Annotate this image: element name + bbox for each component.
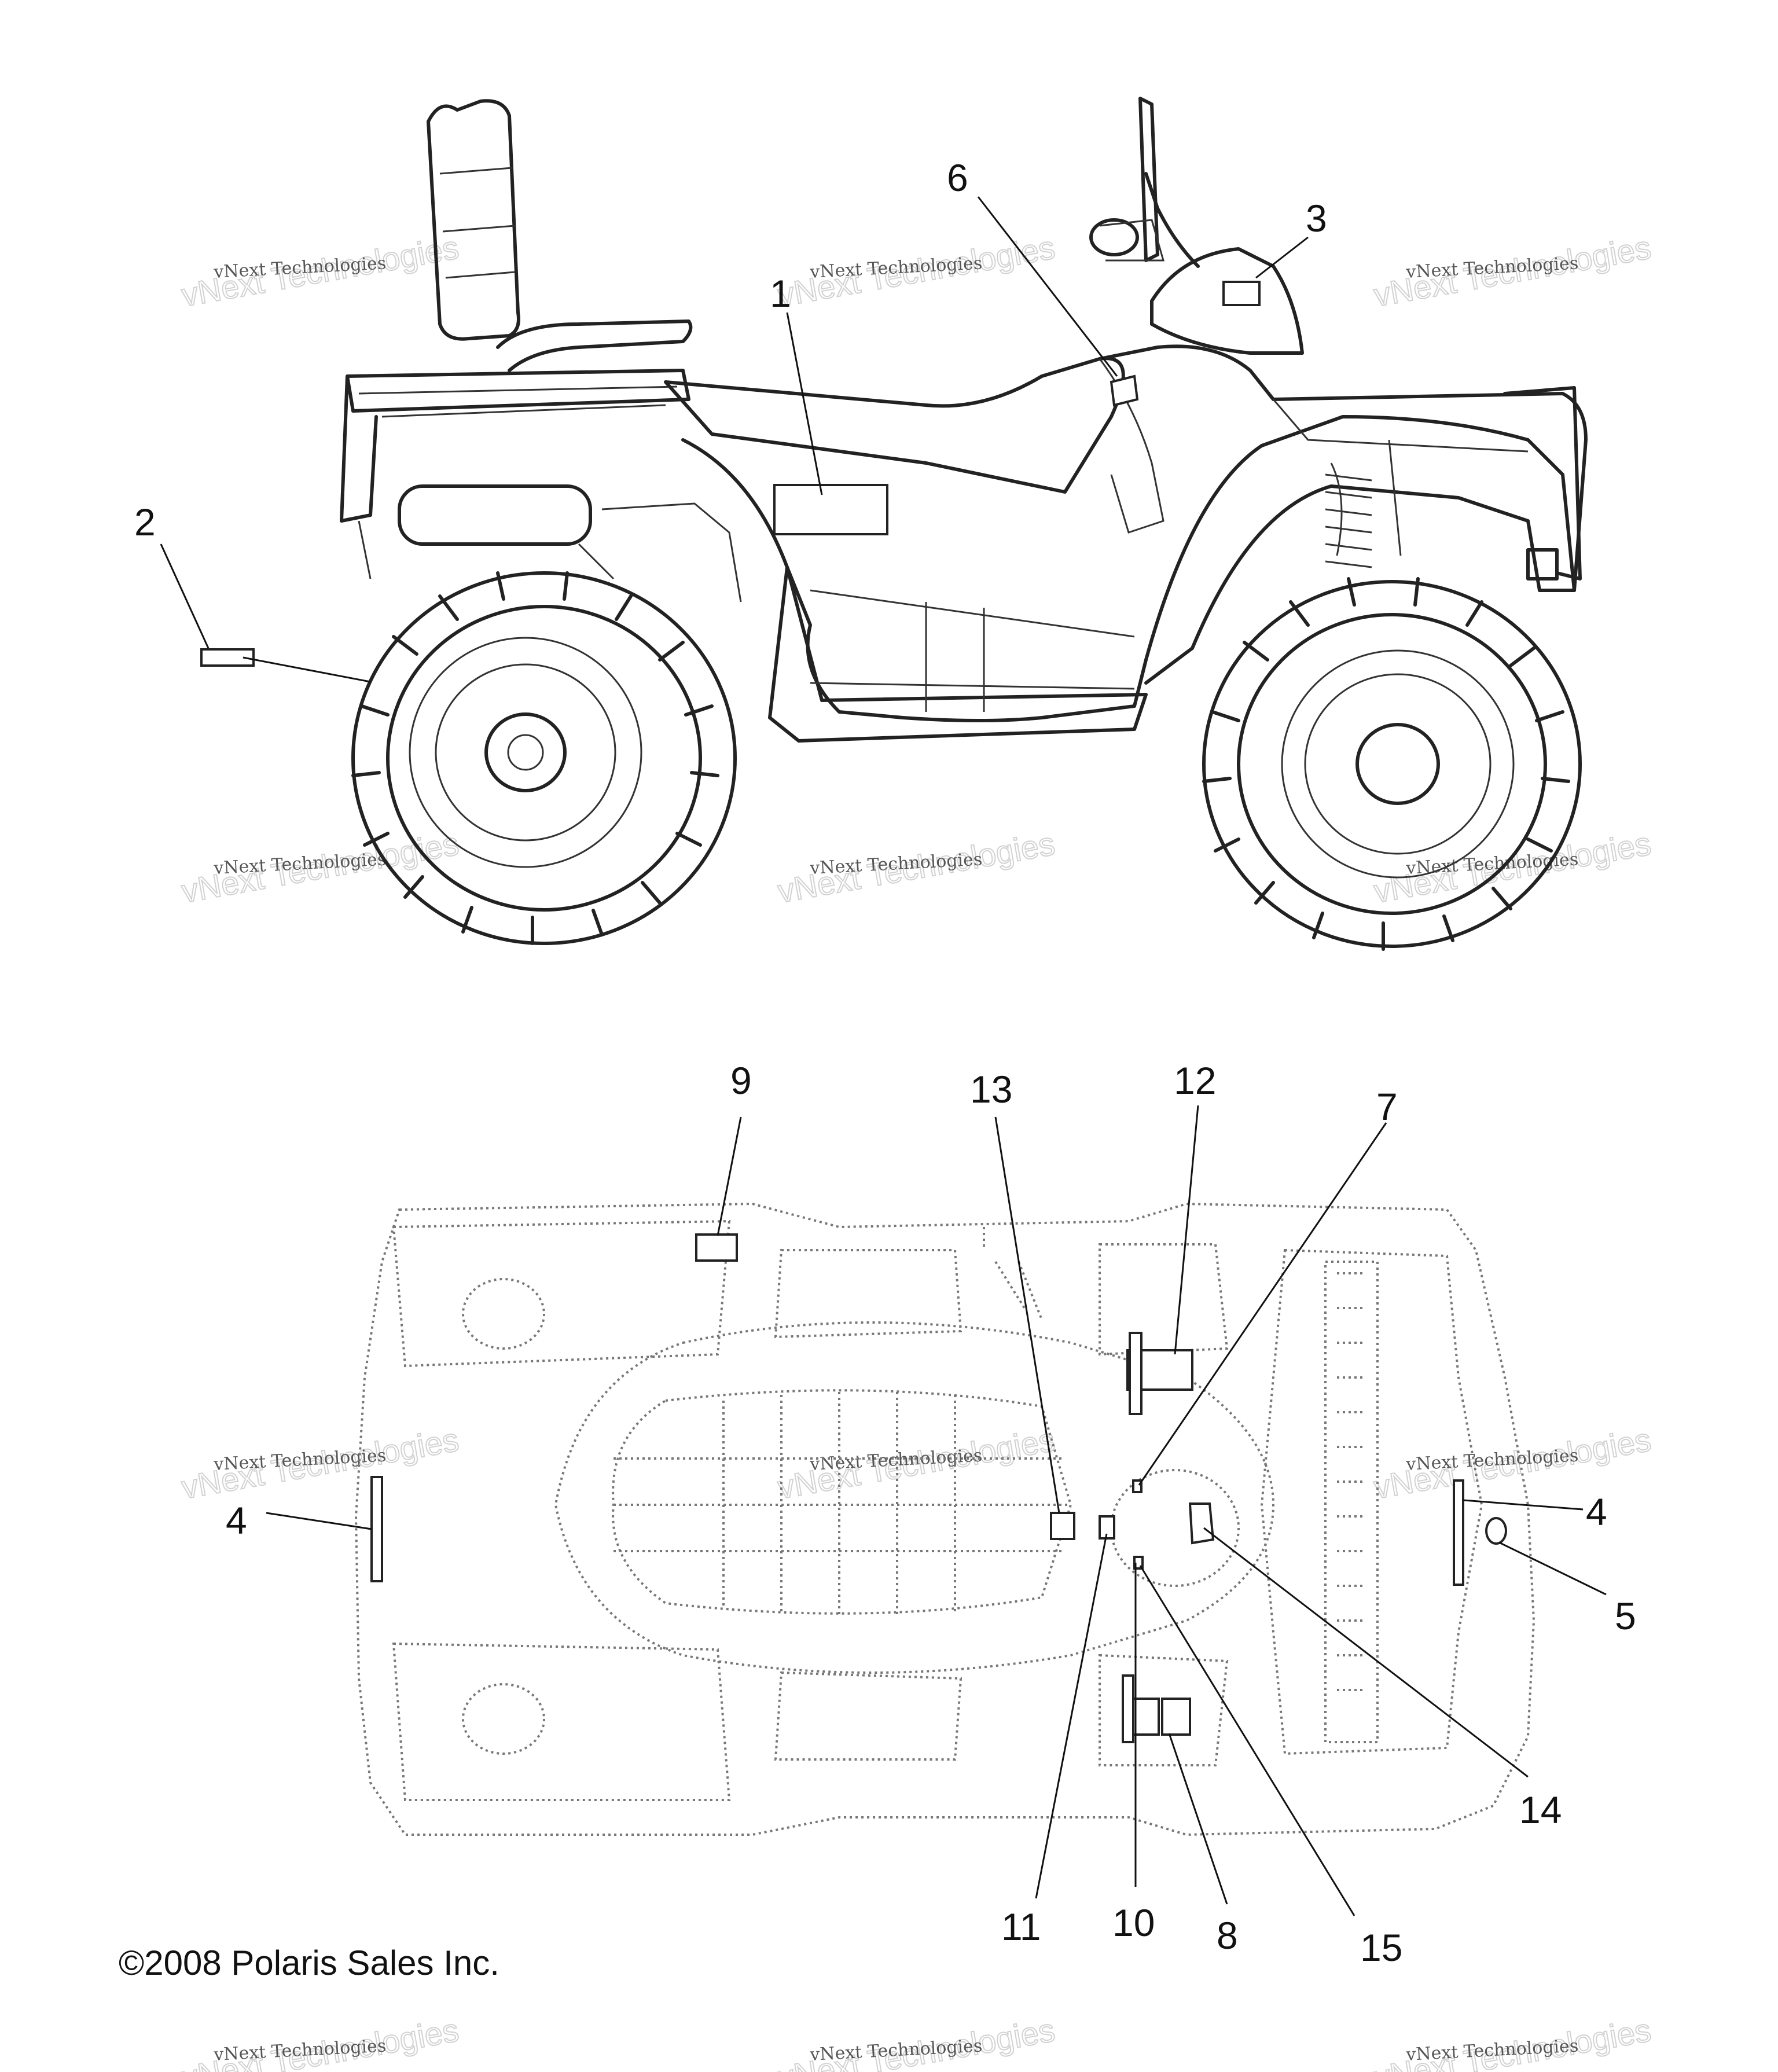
callout-3: 3 — [1306, 197, 1327, 240]
headlight-pod — [1150, 247, 1304, 355]
decal-3 — [1222, 281, 1261, 306]
callout-14: 14 — [1519, 1788, 1562, 1831]
backrest — [427, 99, 520, 341]
callout-9: 9 — [730, 1059, 752, 1102]
callout-6: 6 — [947, 156, 968, 199]
callouts: 1 2 3 6 9 13 12 7 4 4 5 14 11 10 8 15 — [134, 156, 1636, 1969]
callout-4-right: 4 — [1586, 1490, 1607, 1533]
rear-rack — [340, 369, 690, 523]
decal-13 — [1050, 1512, 1075, 1540]
callout-8: 8 — [1217, 1914, 1238, 1957]
callout-2: 2 — [134, 501, 156, 543]
callout-4-left: 4 — [226, 1499, 247, 1542]
rear-wheel — [351, 571, 737, 945]
decal-12-strip — [1129, 1332, 1143, 1415]
leader-lines — [160, 196, 1607, 1916]
copyright-notice: ©2008 Polaris Sales Inc. — [119, 1944, 499, 1982]
front-wheel — [1202, 577, 1582, 951]
decal-9 — [695, 1233, 738, 1262]
seat — [664, 357, 1125, 494]
callout-10: 10 — [1112, 1901, 1155, 1944]
callout-7: 7 — [1376, 1085, 1398, 1128]
decal-4-right — [1453, 1479, 1464, 1586]
callout-5: 5 — [1615, 1595, 1636, 1637]
callout-15: 15 — [1360, 1926, 1402, 1969]
callout-13: 13 — [970, 1068, 1012, 1111]
handlebar — [1138, 97, 1200, 268]
atv-side-view — [200, 97, 1588, 951]
decal-5 — [1485, 1517, 1507, 1545]
decal-6 — [1110, 374, 1139, 407]
atv-top-view — [354, 1202, 1535, 1836]
decal-1 — [773, 484, 888, 535]
callout-11: 11 — [1001, 1905, 1041, 1948]
front-fender — [1098, 344, 1588, 592]
callout-1: 1 — [770, 272, 791, 315]
callout-12: 12 — [1174, 1059, 1216, 1102]
decal-4-left — [370, 1476, 383, 1582]
decal-14 — [1188, 1502, 1215, 1545]
decal-8b — [1161, 1698, 1191, 1736]
decal-10-strip — [1122, 1674, 1134, 1743]
body-shell — [681, 415, 1576, 722]
